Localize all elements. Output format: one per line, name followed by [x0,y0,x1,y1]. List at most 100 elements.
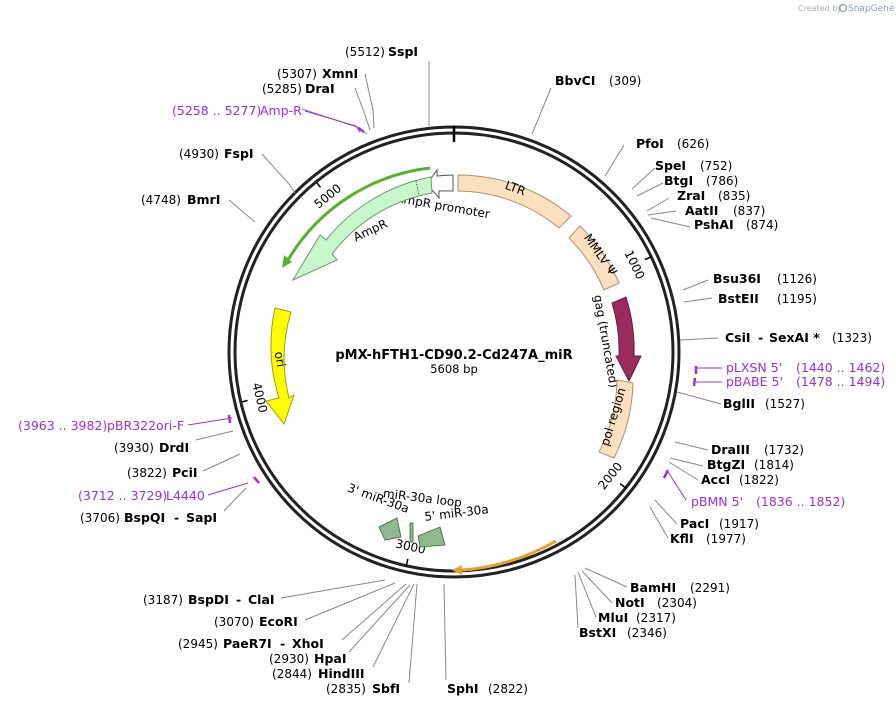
green-arc-feature [282,166,431,268]
primer-label-plxsn-5[interactable]: pLXSN 5'(1440 .. 1462) [726,360,885,375]
orange-arc-feature [452,539,557,575]
site-label-noti[interactable]: NotI(2304) [615,595,697,610]
feature-pol-region: pol region [598,379,634,459]
svg-text:pBMN 5': pBMN 5' [691,494,743,509]
primer-label-pbr322ori-f[interactable]: (3963 .. 3982)pBR322ori-F [18,418,184,433]
svg-text:FspI: FspI [224,146,254,161]
svg-text:ClaI: ClaI [248,592,275,607]
svg-text:HindIII: HindIII [318,666,365,681]
site-label-pcii[interactable]: (3822)PciI [127,465,198,480]
svg-text:3' miR-30a: 3' miR-30a [346,481,411,516]
primer-label-amp-r[interactable]: (5258 .. 5277)Amp-R [172,103,302,118]
site-label-bamhi[interactable]: BamHI (2291) [630,580,730,595]
svg-text:(1977): (1977) [706,532,746,546]
svg-text:(2291): (2291) [690,581,730,595]
svg-text:SpeI: SpeI [655,158,686,173]
site-label-bstxi[interactable]: BstXI(2346) [579,625,667,640]
site-label-pshai[interactable]: PshAI(874) [694,217,778,232]
site-label-sphi[interactable]: SphI(2822) [447,681,528,696]
site-label-spei[interactable]: SpeI (752) [655,158,732,173]
svg-text:SbfI: SbfI [372,681,400,696]
site-label-sspi[interactable]: (5512)SspI [345,44,418,59]
site-label-pfoi[interactable]: PfoI(626) [636,136,709,151]
site-label-drai[interactable]: (5285)DraI [262,81,335,96]
svg-text:(1836 .. 1852): (1836 .. 1852) [756,494,845,509]
site-label-fspi[interactable]: (4930) FspI [179,146,254,161]
svg-text:(3070): (3070) [214,615,254,629]
plasmid-size: 5608 bp [430,362,478,376]
site-leader-lines [195,61,722,684]
svg-text:(4930): (4930) [179,147,219,161]
site-label-bspqi-sapi[interactable]: (3706)BspQI-SapI [80,510,217,525]
site-label-zrai[interactable]: ZraI(835) [677,188,750,203]
svg-text:BtgZI: BtgZI [707,457,745,472]
tick-label-2000: 2000 [595,460,625,493]
svg-text:(1478 .. 1494): (1478 .. 1494) [796,374,885,389]
svg-text:(2346): (2346) [627,626,667,640]
site-label-draiii[interactable]: DraIII(1732) [711,442,804,457]
site-label-sbfi[interactable]: (2835)SbfI [326,681,400,696]
tick-mark-3000 [405,558,409,566]
site-label-btgi[interactable]: BtgI(786) [664,173,738,188]
svg-text:(837): (837) [733,204,765,218]
site-label-drdi[interactable]: (3930) DrdI [114,440,189,455]
site-label-csii-sexai[interactable]: CsiI-SexAI *(1323) [725,330,872,345]
site-label-hindiii[interactable]: (2844)HindIII [272,666,365,681]
site-label-mlui[interactable]: MluI (2317) [598,610,676,625]
svg-text:(2930): (2930) [269,652,309,666]
svg-text:(3712 .. 3729): (3712 .. 3729) [78,488,167,503]
site-label-kfli[interactable]: KflI(1977) [670,531,746,546]
site-label-ecori[interactable]: (3070)EcoRI [214,614,298,629]
svg-text:ZraI: ZraI [677,188,705,203]
svg-text:(1822): (1822) [739,473,779,487]
site-label-bsu36i[interactable]: Bsu36I(1126) [713,271,817,286]
svg-text:MluI: MluI [598,610,628,625]
created-by-credit: Created by [798,4,842,13]
svg-text:AatII: AatII [685,203,718,218]
primer-markers [227,126,698,484]
site-label-hpai[interactable]: (2930)HpaI [269,651,347,666]
site-label-acci[interactable]: AccI(1822) [701,472,779,487]
tick-mark-5000 [315,181,322,188]
tick-label-1000: 1000 [622,248,648,282]
svg-text:pBR322ori-F: pBR322ori-F [107,418,184,433]
svg-text:BspQI: BspQI [124,510,165,525]
site-label-bglii[interactable]: BglII(1527) [723,396,805,411]
feature-ori: ori [265,307,295,426]
site-label-xmni[interactable]: (5307)XmnI [277,66,358,81]
svg-text:SphI: SphI [447,681,479,696]
svg-text:XhoI: XhoI [292,636,324,651]
site-label-aatii[interactable]: AatII (837) [685,203,765,218]
svg-text:BglII: BglII [723,396,755,411]
svg-text:(786): (786) [706,174,738,188]
primer-label-pbmn-5[interactable]: pBMN 5' (1836 .. 1852) [691,494,845,509]
svg-text:(1917): (1917) [719,517,759,531]
site-label-bmri[interactable]: (4748)BmrI [141,192,220,207]
svg-text:(3963 .. 3982): (3963 .. 3982) [18,418,107,433]
site-label-bbvci[interactable]: BbvCI(309) [555,73,641,88]
svg-text:pLXSN 5': pLXSN 5' [726,360,782,375]
feature-5-mir30a: 5' miR-30a [417,502,489,548]
site-label-btgzi[interactable]: BtgZI(1814) [707,457,794,472]
svg-text:(2317): (2317) [636,611,676,625]
svg-text:(752): (752) [700,159,732,173]
svg-text:(1195): (1195) [777,292,817,306]
svg-text:(3930): (3930) [114,441,154,455]
svg-text:BstEII: BstEII [718,291,759,306]
svg-text:BamHI: BamHI [630,580,676,595]
site-label-paci[interactable]: PacI(1917) [680,516,759,531]
primer-label-l4440[interactable]: (3712 .. 3729)L4440 [78,488,205,503]
feature-ltr: LTR [457,174,572,229]
site-label-bsteii[interactable]: BstEII (1195) [718,291,817,306]
svg-text:(4748): (4748) [141,193,181,207]
tick-label-4000: 4000 [249,381,270,414]
primer-label-pbabe-5[interactable]: pBABE 5'(1478 .. 1494) [726,374,885,389]
svg-text:PciI: PciI [172,465,198,480]
svg-text:-: - [174,510,179,525]
svg-text:(1323): (1323) [832,331,872,345]
svg-text:-: - [758,330,763,345]
svg-text:(5258 .. 5277): (5258 .. 5277) [172,103,261,118]
site-label-paer7i-xhoi[interactable]: (2945)PaeR7I-XhoI [178,636,324,651]
site-label-bspdi-clai[interactable]: (3187)BspDI-ClaI [143,592,275,607]
svg-text:DrdI: DrdI [159,440,189,455]
